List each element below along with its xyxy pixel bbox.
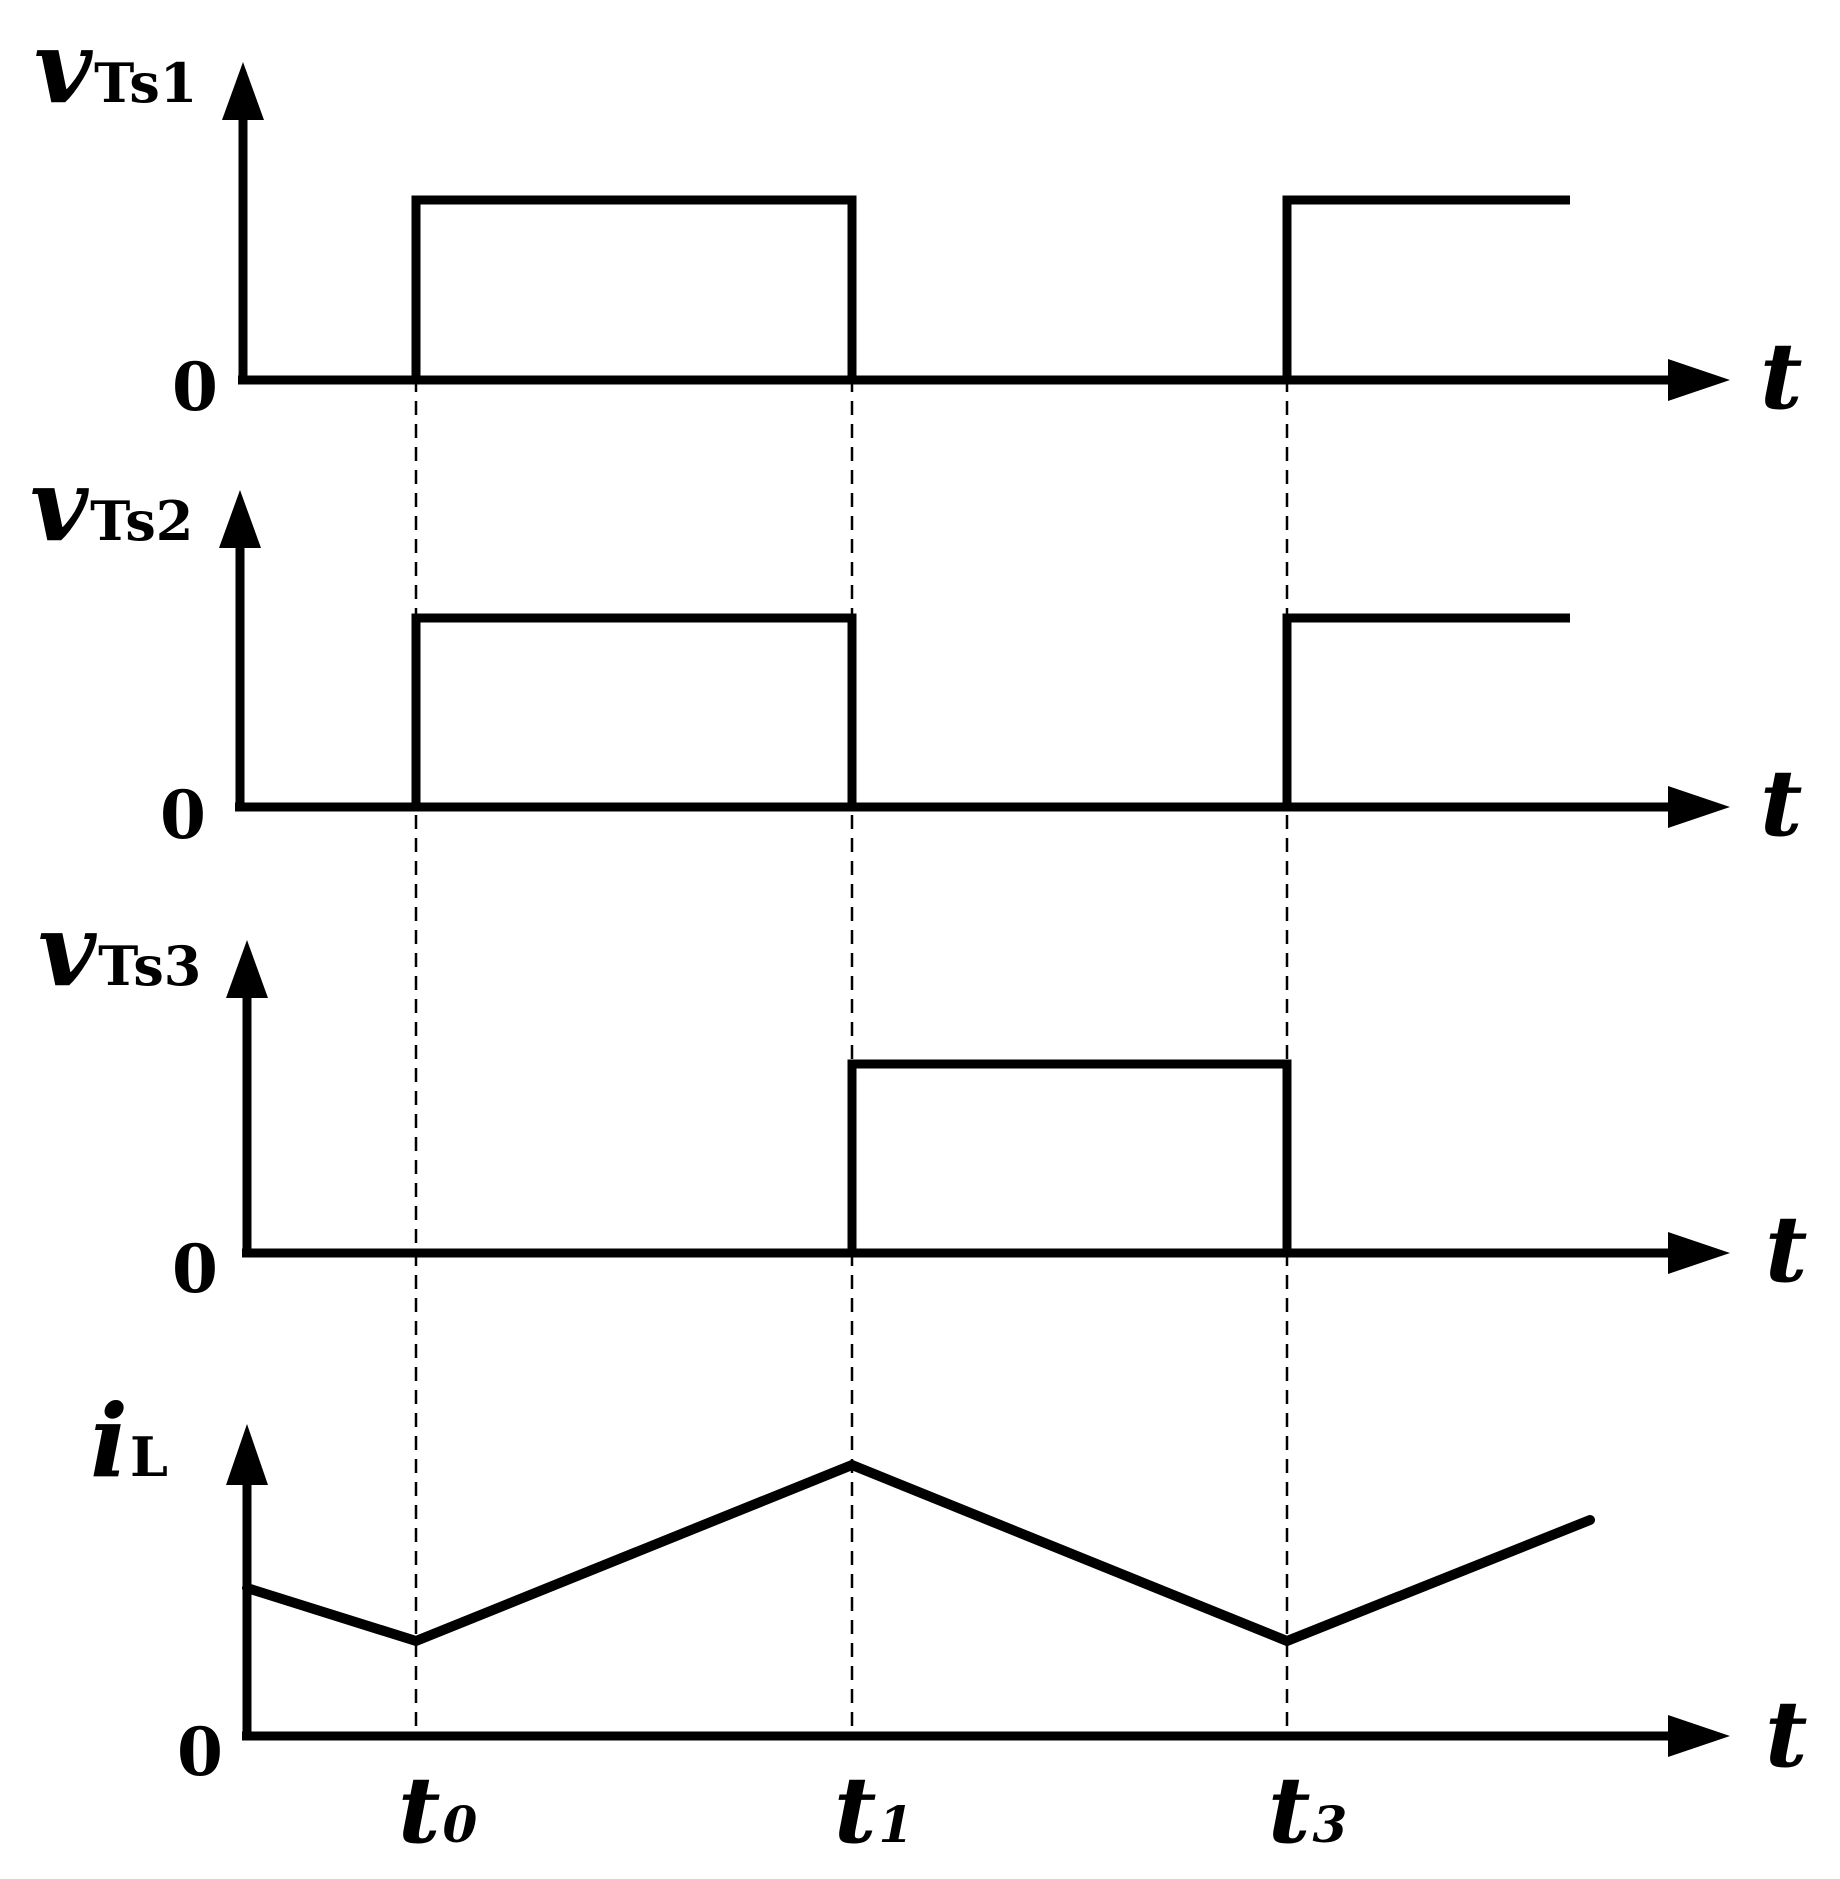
vts1-time-axis-label: t <box>1760 322 1803 430</box>
vts2-subscript: Ts2 <box>90 489 193 553</box>
vts3-x-arrow <box>1668 1232 1730 1274</box>
vts3-origin: 0 <box>172 1230 218 1308</box>
vts1-waveform <box>243 195 1570 385</box>
il-label: iL <box>90 1382 168 1500</box>
instant-t3-sub: 3 <box>1313 1795 1348 1854</box>
vts1-label: vTs1 <box>34 8 197 126</box>
instant-labels: t0 t1 t3 <box>398 1756 1347 1864</box>
vts3-waveform <box>247 1059 1292 1258</box>
vts2-y-arrow <box>219 490 261 548</box>
instant-label-t1: t1 <box>834 1756 913 1864</box>
vts2-origin: 0 <box>160 776 206 854</box>
vts1-symbol: v <box>34 8 93 126</box>
instant-label-t0: t0 <box>398 1756 478 1864</box>
vts3-symbol: v <box>38 891 97 1009</box>
instant-label-t3: t3 <box>1268 1756 1347 1864</box>
il-waveform <box>242 1459 1595 1647</box>
vts1-x-arrow <box>1668 359 1730 401</box>
vts2-x-arrow <box>1668 786 1730 828</box>
vts2-waveform <box>240 613 1570 812</box>
vts3-subscript: Ts3 <box>98 934 201 998</box>
vts3-y-arrow <box>226 940 268 998</box>
vts2-time-axis-label: t <box>1760 749 1803 857</box>
il-time-axis-label: t <box>1765 1680 1808 1788</box>
guide-lines <box>414 378 1289 1732</box>
instant-t0-base: t <box>398 1756 441 1864</box>
il-subscript: L <box>130 1425 168 1489</box>
vts3-time-axis-label: t <box>1765 1195 1808 1303</box>
instant-t1-base: t <box>834 1756 877 1864</box>
instant-t1-sub: 1 <box>879 1795 914 1854</box>
panel-vts1: vTs1 0 t <box>34 8 1803 430</box>
il-symbol: i <box>90 1382 128 1500</box>
panel-il: iL 0 t <box>90 1382 1808 1791</box>
il-y-arrow <box>226 1424 268 1485</box>
il-x-arrow <box>1668 1715 1730 1757</box>
vts3-label: vTs3 <box>38 891 201 1009</box>
vts1-origin: 0 <box>172 348 218 426</box>
panel-vts2: vTs2 0 t <box>30 446 1803 857</box>
il-origin: 0 <box>177 1713 223 1791</box>
vts1-subscript: Ts1 <box>94 51 197 115</box>
panel-vts3: vTs3 0 t <box>38 891 1808 1308</box>
vts1-y-arrow <box>222 62 264 120</box>
vts2-symbol: v <box>30 446 89 564</box>
instant-t3-base: t <box>1268 1756 1311 1864</box>
instant-t0-sub: 0 <box>443 1795 478 1854</box>
vts2-label: vTs2 <box>30 446 193 564</box>
